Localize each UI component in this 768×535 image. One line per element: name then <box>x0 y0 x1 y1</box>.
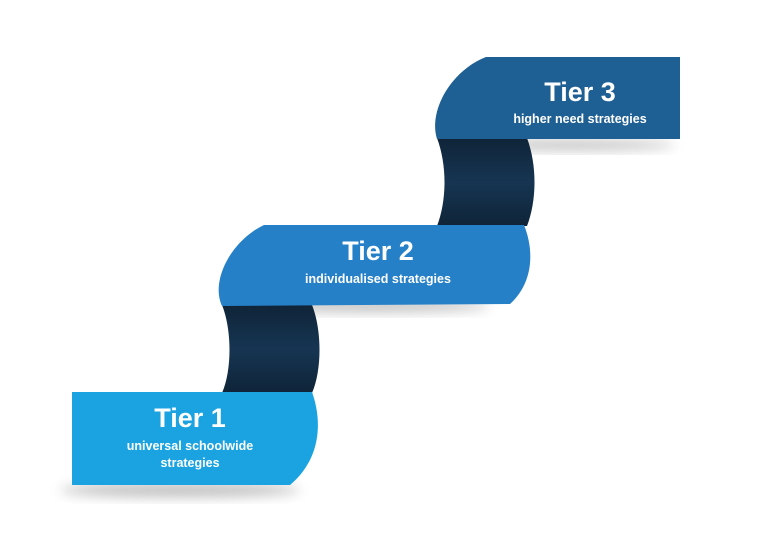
tier-1-title: Tier 1 <box>154 403 226 433</box>
fold-2-3 <box>437 138 535 226</box>
tier-3-band <box>435 57 680 139</box>
tier-2-label: Tier 2 individualised strategies <box>305 236 451 286</box>
tier-1-subtitle-line-1: universal schoolwide <box>127 439 253 453</box>
tier-2-subtitle: individualised strategies <box>305 272 451 286</box>
tier-3-subtitle: higher need strategies <box>513 112 646 126</box>
tier-3-title: Tier 3 <box>544 77 616 107</box>
tier-1-subtitle-line-2: strategies <box>160 456 219 470</box>
fold-1-2 <box>222 305 320 393</box>
tier-3-label: Tier 3 higher need strategies <box>513 77 646 126</box>
tier-2-title: Tier 2 <box>342 236 414 266</box>
tier-1-band <box>72 392 318 485</box>
tier-2-band <box>218 225 531 306</box>
tier-1-label: Tier 1 universal schoolwide strategies <box>127 403 253 470</box>
tier-1-shadow <box>60 483 300 497</box>
